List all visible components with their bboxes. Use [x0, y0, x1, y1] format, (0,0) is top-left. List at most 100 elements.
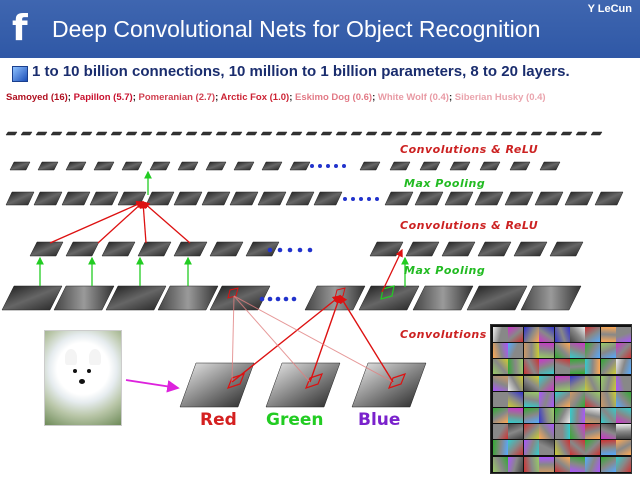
filter-tile: [554, 391, 570, 407]
filter-tile: [523, 343, 539, 359]
filter-tile: [600, 375, 616, 391]
feature-map: [29, 241, 64, 257]
feature-map: [320, 131, 333, 136]
receptive-field-box: [380, 285, 395, 300]
feature-map: [575, 131, 588, 136]
channel-blue-label: Blue: [358, 410, 401, 430]
feature-map: [369, 241, 404, 257]
ellipsis-dots: [267, 247, 273, 253]
feature-map: [140, 131, 153, 136]
filter-tile: [585, 327, 601, 342]
filter-tile: [523, 424, 539, 440]
feature-map: [455, 131, 468, 136]
filter-tile: [523, 440, 539, 456]
conv-arrow: [381, 248, 403, 293]
filter-tile: [570, 456, 585, 472]
class-scores: Samoyed (16); Papillon (5.7); Pomeranian…: [6, 92, 546, 103]
feature-map: [290, 131, 303, 136]
feature-map: [564, 191, 594, 206]
filter-tile: [570, 391, 585, 407]
feature-map: [509, 161, 531, 171]
filter-tile: [616, 456, 632, 472]
learned-filters-grid: [490, 324, 632, 474]
filter-tile: [616, 391, 632, 407]
feature-map: [245, 241, 280, 257]
feature-map: [5, 191, 35, 206]
feature-map: [515, 131, 528, 136]
feature-map: [594, 191, 624, 206]
feature-map: [414, 191, 444, 206]
receptive-field-box: [304, 373, 324, 389]
feature-map: [335, 131, 348, 136]
feature-map: [149, 161, 171, 171]
ellipsis-dots: [287, 247, 293, 253]
conv-arrow: [309, 294, 342, 383]
feature-map: [37, 161, 59, 171]
filter-tile: [616, 440, 632, 456]
feature-map: [200, 131, 213, 136]
filter-tile: [523, 359, 539, 375]
feature-map: [105, 285, 167, 311]
feature-map: [173, 191, 203, 206]
feature-map: [358, 285, 420, 311]
feature-map: [177, 161, 199, 171]
filter-tile: [508, 424, 524, 440]
feature-map: [260, 131, 273, 136]
ellipsis-dots: [351, 197, 355, 201]
ellipsis-dots: [291, 296, 297, 302]
title-bar: f Deep Convolutional Nets for Object Rec…: [0, 0, 640, 58]
conv-arrow: [49, 201, 145, 244]
filter-tile: [570, 375, 585, 391]
ellipsis-dots: [275, 296, 281, 302]
feature-map: [209, 285, 271, 311]
input-channel: [179, 362, 255, 408]
filter-tile: [600, 327, 616, 342]
filter-tile: [493, 327, 508, 342]
feature-map: [61, 191, 91, 206]
feature-map: [500, 131, 513, 136]
filter-tile: [539, 375, 555, 391]
class-score: Arctic Fox (1.0): [220, 92, 290, 103]
filter-tile: [570, 408, 585, 423]
conv-arrow: [142, 201, 191, 244]
ellipsis-dots: [343, 197, 347, 201]
feature-map: [65, 131, 78, 136]
feature-map: [110, 131, 123, 136]
ellipsis-dots: [307, 247, 313, 253]
feature-map: [545, 131, 558, 136]
channel-green-label: Green: [266, 410, 324, 430]
feature-map: [520, 285, 582, 311]
feature-map: [590, 131, 603, 136]
filter-tile: [616, 343, 632, 359]
feature-map: [410, 131, 423, 136]
feature-map: [405, 241, 440, 257]
ellipsis-dots: [342, 164, 346, 168]
feature-map: [89, 191, 119, 206]
filter-tile: [554, 343, 570, 359]
ellipsis-dots: [297, 247, 303, 253]
facebook-logo-icon: f: [12, 8, 28, 49]
filter-tile: [616, 327, 632, 342]
feature-map: [534, 191, 564, 206]
ellipsis-dots: [259, 296, 265, 302]
filter-tile: [554, 359, 570, 375]
class-score: White Wolf (0.4): [377, 92, 449, 103]
filter-tile: [600, 456, 616, 472]
feature-map: [53, 285, 115, 311]
feature-map: [35, 131, 48, 136]
filter-tile: [539, 359, 555, 375]
conv-arrow: [231, 295, 235, 383]
filter-tile: [523, 456, 539, 472]
filter-tile: [570, 359, 585, 375]
layer-label-pool-2: Max Pooling: [404, 264, 486, 277]
feature-map: [50, 131, 63, 136]
ellipsis-dots: [310, 164, 314, 168]
filter-tile: [539, 327, 555, 342]
feature-map: [441, 241, 476, 257]
feature-map: [425, 131, 438, 136]
feature-map: [395, 131, 408, 136]
filter-tile: [508, 391, 524, 407]
class-score: Pomeranian (2.7): [138, 92, 216, 103]
ellipsis-dots: [318, 164, 322, 168]
feature-map: [350, 131, 363, 136]
